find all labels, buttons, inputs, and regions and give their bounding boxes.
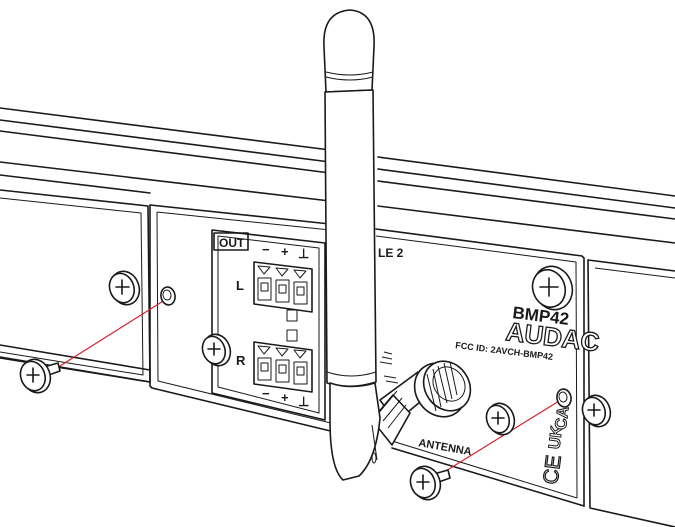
- module-plate: [149, 204, 585, 507]
- terminal-plus-top: +: [281, 244, 289, 259]
- ce-mark: CE: [539, 454, 565, 486]
- compliance-marks: UK CA CE: [539, 405, 573, 486]
- channel-right-label: R: [236, 353, 246, 368]
- screw-icon: [108, 270, 141, 306]
- terminal-minus-top: −: [262, 242, 270, 257]
- mounting-holes: [160, 286, 572, 408]
- output-terminal-block: OUT − + ⊥ L R − + ⊥: [211, 229, 326, 421]
- terminal-block-icon: [253, 261, 313, 313]
- terminal-minus-bottom: −: [262, 386, 270, 401]
- channel-left-label: L: [236, 278, 244, 293]
- screw-icon: [409, 465, 451, 501]
- screw-icon: [485, 402, 516, 436]
- screw-icon: [201, 333, 232, 367]
- terminal-ground-bottom: ⊥: [298, 394, 309, 409]
- guide-line-left: [43, 297, 169, 377]
- antenna-label: ANTENNA: [417, 437, 472, 458]
- ukca-mark-uk: UK: [546, 425, 566, 450]
- terminal-ground-top: ⊥: [298, 246, 309, 261]
- antenna-connector: [371, 360, 472, 446]
- screw-icon: [19, 358, 61, 394]
- terminal-plus-bottom: +: [281, 390, 289, 405]
- screw-guide-lines: [43, 297, 565, 483]
- screw-icon: [581, 394, 612, 428]
- out-label: OUT: [219, 236, 245, 250]
- right-blank-plate: [587, 259, 675, 527]
- chassis-rails: [0, 107, 675, 383]
- screw-icon: [531, 265, 574, 311]
- antenna-icon: [323, 9, 381, 481]
- module-slot-label: LE 2: [378, 246, 404, 260]
- product-branding: BMP42 AUDAC FCC ID: 2AVCH-BMP42: [455, 303, 602, 362]
- left-blank-plate: [0, 189, 151, 383]
- terminal-block-icon: [253, 341, 313, 393]
- out-label-box: [213, 232, 249, 251]
- guide-line-right: [427, 397, 565, 483]
- ukca-mark-ca: CA: [553, 405, 573, 430]
